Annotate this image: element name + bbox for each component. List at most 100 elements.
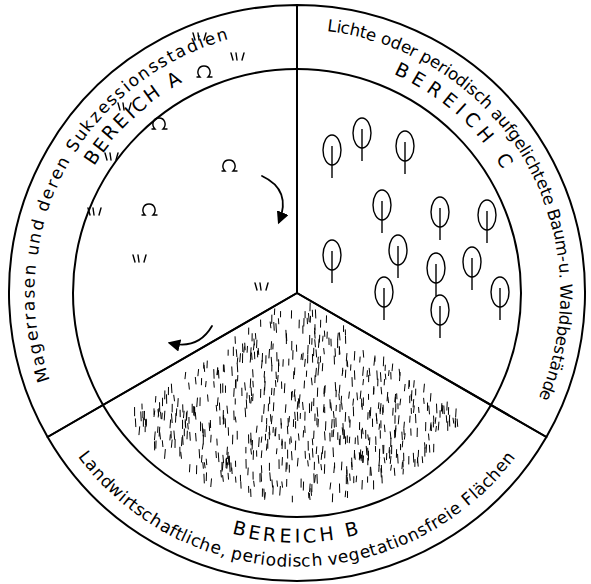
letter: u xyxy=(494,113,514,132)
letter xyxy=(22,254,40,263)
letter: C xyxy=(492,149,518,175)
letter: h xyxy=(525,160,545,177)
letter: r xyxy=(252,549,262,567)
letter: n xyxy=(25,228,44,244)
letter: e xyxy=(357,543,372,562)
letter: u xyxy=(23,241,42,256)
letter: d xyxy=(555,314,573,326)
tree-symbol xyxy=(373,190,391,233)
letter: u xyxy=(70,124,91,144)
letter: t xyxy=(164,46,180,65)
letter: f xyxy=(166,522,179,540)
letter: c xyxy=(301,552,311,569)
letter: W xyxy=(557,284,574,301)
letter xyxy=(321,551,328,569)
letter: h xyxy=(197,535,213,555)
letter: f xyxy=(500,121,517,136)
letter: e xyxy=(337,548,351,567)
letter: E xyxy=(247,522,265,543)
letter: e xyxy=(20,275,38,288)
letter: n xyxy=(89,464,109,484)
letter: a xyxy=(157,517,175,537)
letter: E xyxy=(110,108,134,132)
letter: a xyxy=(374,537,390,557)
letter: t xyxy=(368,541,380,559)
tree-symbol xyxy=(478,200,496,243)
letter: ä xyxy=(546,359,565,373)
cycle-arrow xyxy=(170,326,212,345)
letter: B xyxy=(544,207,563,223)
letter: H xyxy=(473,123,501,151)
letter: v xyxy=(327,549,340,567)
letter: r xyxy=(435,59,450,77)
letter: e xyxy=(241,547,255,566)
letter xyxy=(32,208,50,220)
letter: e xyxy=(38,184,58,202)
letter xyxy=(486,139,508,160)
letter: t xyxy=(172,524,186,542)
letter: B xyxy=(80,144,105,168)
letter: A xyxy=(163,67,186,91)
letter: s xyxy=(102,89,122,109)
letter: c xyxy=(339,20,351,38)
cycle-arrow xyxy=(262,176,283,222)
letter: n xyxy=(498,448,518,467)
letter: i xyxy=(440,63,453,79)
letter: a xyxy=(172,41,191,62)
tree-symbol xyxy=(427,253,445,296)
letter: E xyxy=(279,526,295,546)
tree-symbol xyxy=(323,135,341,178)
letter: e xyxy=(208,539,223,558)
letter: B xyxy=(392,59,417,84)
letter: e xyxy=(23,328,42,343)
herb-symbol xyxy=(222,160,237,171)
letter: i xyxy=(183,529,194,547)
letter: w xyxy=(105,479,127,501)
letter: B xyxy=(343,518,363,540)
letter: u xyxy=(549,228,568,242)
grass-tuft xyxy=(105,153,118,160)
letter: p xyxy=(417,48,434,68)
letter: g xyxy=(347,545,361,564)
letter: h xyxy=(147,511,165,531)
letter: e xyxy=(446,499,465,519)
letter: d xyxy=(276,552,288,570)
tree-symbol xyxy=(431,295,449,338)
letter: e xyxy=(535,387,554,403)
letter: L xyxy=(326,18,337,36)
letter: ä xyxy=(470,479,489,499)
letter: t xyxy=(529,170,547,183)
letter: o xyxy=(395,529,412,549)
letter: l xyxy=(466,486,481,502)
letter: s xyxy=(110,82,129,102)
letter: g xyxy=(25,340,44,356)
tree-symbol xyxy=(431,197,449,240)
letter: I xyxy=(452,100,473,122)
letter: i xyxy=(119,77,135,94)
letter: s xyxy=(155,51,173,71)
herb-symbol xyxy=(197,66,212,77)
letter: s xyxy=(464,81,481,99)
letter: . xyxy=(556,272,573,278)
tree-symbol xyxy=(389,235,407,278)
letter: e xyxy=(532,176,551,192)
letter: R xyxy=(423,77,450,104)
letter: k xyxy=(78,115,99,135)
letter: s xyxy=(20,288,37,299)
letter: s xyxy=(292,552,301,569)
letter: i xyxy=(518,148,535,161)
letter xyxy=(335,522,347,542)
letter: i xyxy=(390,533,401,551)
letter: e xyxy=(539,192,558,207)
letter: d xyxy=(97,472,117,492)
letter: F xyxy=(459,490,478,510)
letter: a xyxy=(28,352,48,368)
grass-tuft xyxy=(133,255,146,262)
letter: B xyxy=(231,518,251,540)
letter: c xyxy=(477,473,496,492)
letter: i xyxy=(116,489,131,505)
letter: c xyxy=(470,87,488,105)
